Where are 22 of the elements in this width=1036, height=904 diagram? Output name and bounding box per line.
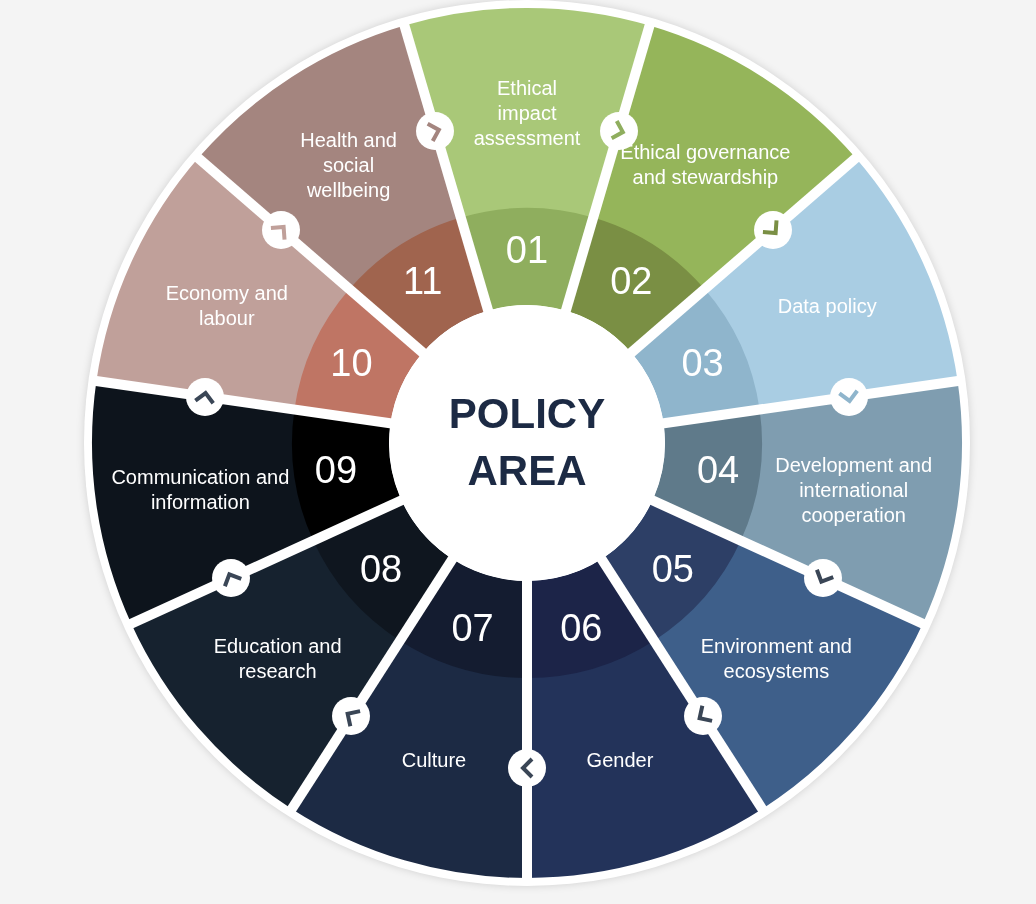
segment-number: 03 xyxy=(681,341,724,385)
segment-number: 09 xyxy=(314,448,358,492)
segment-label: Development and international cooperation xyxy=(774,452,934,528)
segment-number: 02 xyxy=(610,259,653,303)
segment-label: Health and social wellbeing xyxy=(299,127,398,203)
center-title: POLICY AREA xyxy=(447,389,607,496)
segment-number: 01 xyxy=(505,228,549,272)
segment-number: 10 xyxy=(330,341,373,385)
segment-label: Gender xyxy=(585,747,655,773)
segment-number: 11 xyxy=(402,259,443,303)
segment-number: 07 xyxy=(451,606,494,650)
segment-number: 08 xyxy=(360,547,403,591)
segment-number: 04 xyxy=(696,448,740,492)
segment-number: 05 xyxy=(651,547,694,591)
segment-label: Culture xyxy=(400,747,468,773)
segment-label: Ethical impact assessment xyxy=(472,75,582,151)
segment-label: Communication and information xyxy=(110,464,291,515)
segment-number: 06 xyxy=(560,606,603,650)
segment-label: Education and research xyxy=(212,634,343,685)
segment-label: Data policy xyxy=(776,293,878,319)
segment-label: Environment and ecosystems xyxy=(699,634,853,685)
segment-label: Economy and labour xyxy=(164,280,289,331)
